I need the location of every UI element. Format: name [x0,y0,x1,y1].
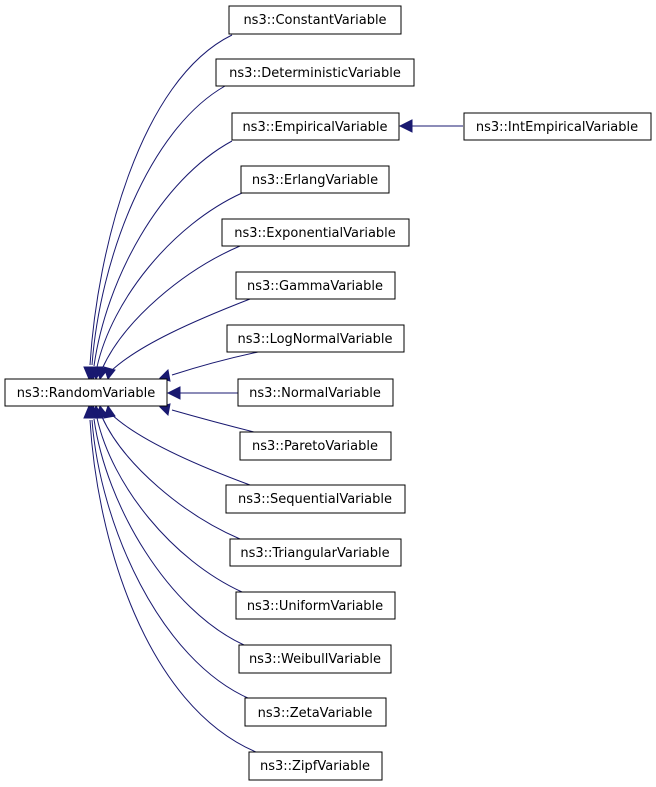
edge-empirical [87,140,233,381]
node-gamma-variable[interactable]: ns3::GammaVariable [235,271,396,300]
node-label: ns3::UniformVariable [247,599,383,614]
edge-gamma [103,298,251,381]
node-uniform-variable[interactable]: ns3::UniformVariable [235,591,396,620]
node-label: ns3::IntEmpiricalVariable [476,120,638,135]
edge-lognormal [159,351,259,382]
edge-weibull [87,404,245,646]
edges [83,34,463,753]
node-constant-variable[interactable]: ns3::ConstantVariable [228,5,402,35]
node-erlang-variable[interactable]: ns3::ErlangVariable [240,165,390,194]
node-label: ns3::ConstantVariable [243,13,386,28]
node-int-empirical-variable[interactable]: ns3::IntEmpiricalVariable [463,112,652,141]
node-label: ns3::TriangularVariable [240,546,389,561]
node-label: ns3::NormalVariable [249,386,381,401]
edge-uniform [90,404,243,593]
node-label: ns3::ParetoVariable [252,439,378,454]
node-exponential-variable[interactable]: ns3::ExponentialVariable [221,218,410,247]
edge-zipf [83,404,257,753]
node-sequential-variable[interactable]: ns3::SequentialVariable [225,484,406,514]
node-label: ns3::DeterministicVariable [229,66,401,81]
node-weibull-variable[interactable]: ns3::WeibullVariable [238,644,392,674]
node-pareto-variable[interactable]: ns3::ParetoVariable [239,431,392,461]
edge-pareto [159,403,259,434]
node-triangular-variable[interactable]: ns3::TriangularVariable [229,538,402,567]
node-label: ns3::ZetaVariable [258,706,373,721]
node-label: ns3::ErlangVariable [252,173,378,188]
node-deterministic-variable[interactable]: ns3::DeterministicVariable [215,58,415,87]
node-label: ns3::ZipfVariable [260,759,370,774]
node-zeta-variable[interactable]: ns3::ZetaVariable [244,697,387,727]
edge-constant [83,34,233,381]
edge-normal [166,386,238,400]
node-label: ns3::SequentialVariable [238,492,392,507]
node-zipf-variable[interactable]: ns3::ZipfVariable [248,751,383,781]
node-normal-variable[interactable]: ns3::NormalVariable [237,378,394,407]
node-label: ns3::GammaVariable [247,279,383,294]
node-label: ns3::ExponentialVariable [234,226,396,241]
edge-intempirical [398,119,463,133]
nodes: ns3::RandomVariable ns3::ConstantVariabl… [4,5,652,781]
node-label: ns3::EmpiricalVariable [242,120,387,135]
node-random-variable[interactable]: ns3::RandomVariable [4,378,168,407]
node-label: ns3::RandomVariable [17,386,156,401]
node-label: ns3::WeibullVariable [249,652,381,667]
edge-sequential [103,404,251,486]
node-label: ns3::LogNormalVariable [238,332,393,347]
node-lognormal-variable[interactable]: ns3::LogNormalVariable [226,324,405,353]
node-empirical-variable[interactable]: ns3::EmpiricalVariable [231,112,400,141]
